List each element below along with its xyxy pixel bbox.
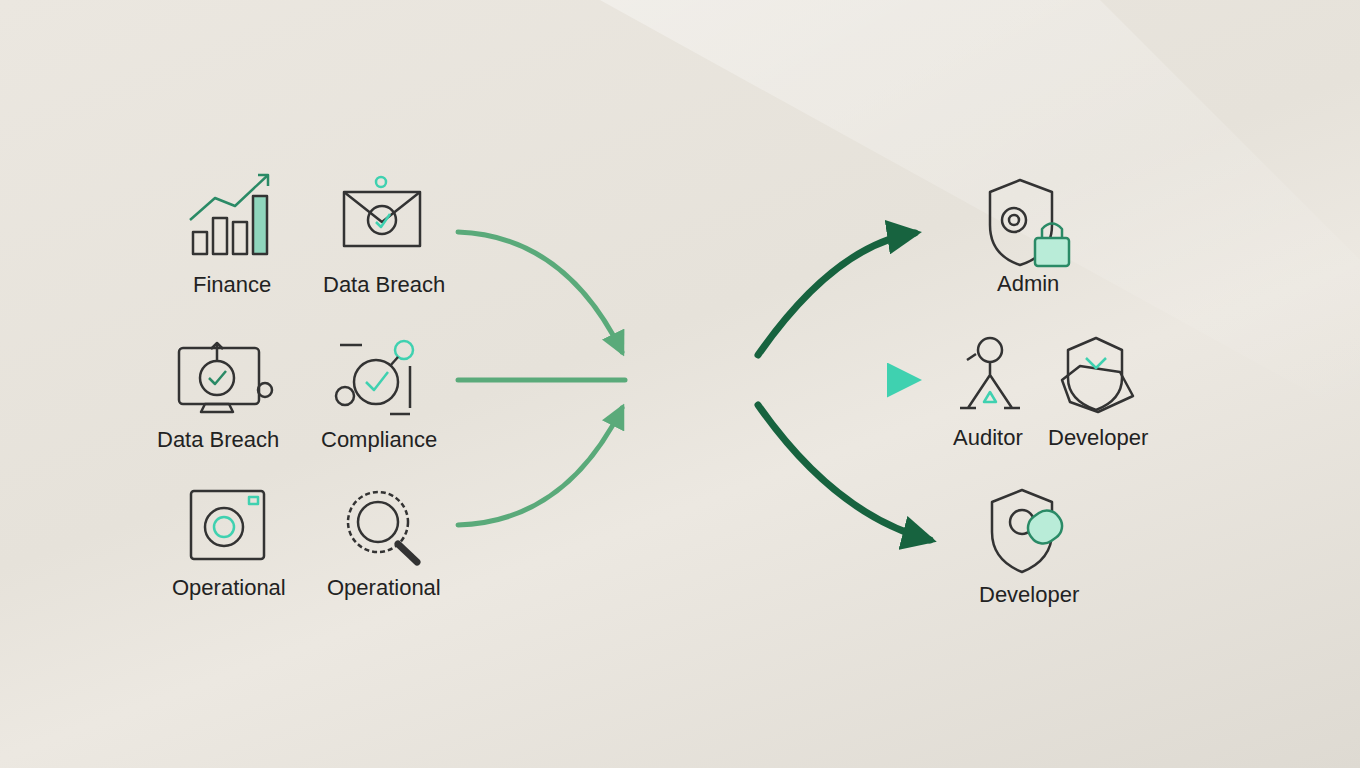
category-label: Operational <box>172 576 286 600</box>
category-label: Operational <box>327 576 441 600</box>
category-label: Finance <box>193 273 271 297</box>
role-label: Admin <box>997 272 1059 296</box>
role-label: Developer <box>979 583 1079 607</box>
role-label: Developer <box>1048 426 1148 450</box>
category-label: Compliance <box>321 428 437 452</box>
category-label: Data Breach <box>157 428 279 452</box>
role-label: Auditor <box>953 426 1023 450</box>
category-label: Data Breach <box>323 273 445 297</box>
